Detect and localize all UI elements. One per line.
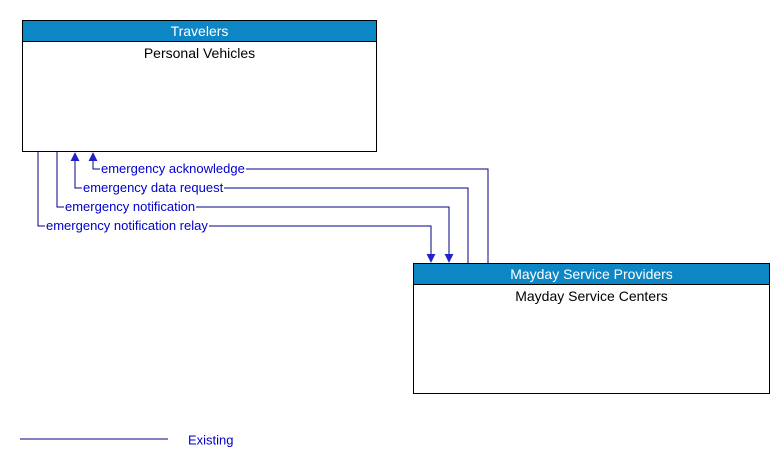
flow-line-emergency-acknowledge — [88, 152, 489, 263]
flow-label-emergency-data-request[interactable]: emergency data request — [82, 180, 225, 195]
legend-existing-label: Existing — [188, 432, 234, 448]
flow-label-emergency-notification-relay[interactable]: emergency notification relay — [45, 218, 209, 233]
flow-label-emergency-notification[interactable]: emergency notification — [64, 199, 197, 214]
box-label-mayday-service-centers: Mayday Service Centers — [515, 288, 668, 304]
flow-line-emergency-data-request — [70, 152, 469, 263]
box-header-travelers: Travelers — [23, 21, 376, 42]
subsystem-box-mayday-service-providers[interactable]: Mayday Service Providers Mayday Service … — [413, 263, 770, 394]
flow-line-emergency-notification-relay — [37, 152, 436, 263]
subsystem-box-travelers[interactable]: Travelers Personal Vehicles — [22, 20, 377, 152]
box-header-mayday-service-providers: Mayday Service Providers — [414, 264, 769, 285]
box-label-personal-vehicles: Personal Vehicles — [143, 45, 256, 61]
flow-line-emergency-notification — [56, 152, 454, 263]
flow-label-emergency-acknowledge[interactable]: emergency acknowledge — [100, 161, 246, 176]
